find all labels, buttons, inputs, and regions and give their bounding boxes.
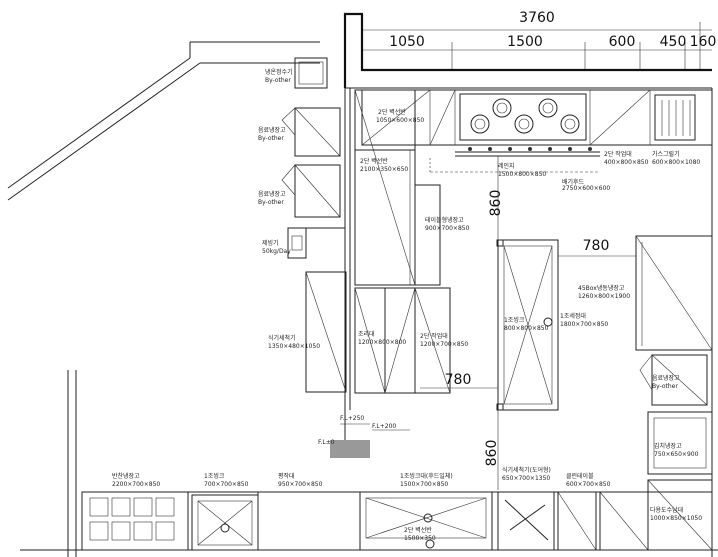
- label-shelf-cabinet: 2단 벽선반: [378, 108, 406, 116]
- label-drink-fridge-right: 음료냉장고: [652, 374, 680, 382]
- label-ice-maker-top: 냉온정수기: [265, 68, 293, 76]
- label-island-sink: 1조씽크: [504, 316, 525, 324]
- label-bottom-shelf-spec: 950×700×850: [278, 481, 323, 488]
- floor-level-markers: F.L+250 F.L+200 F.L±0: [318, 410, 410, 458]
- fl-zero-label: F.L±0: [318, 439, 335, 446]
- fl-right-label: F.L+200: [372, 423, 396, 430]
- upper-counter-row: [361, 89, 713, 173]
- gas-grill: [654, 94, 696, 141]
- left-equipment-column: [281, 57, 347, 393]
- label-reach-in-spec: 1260×800×1900: [578, 293, 630, 300]
- label-bottom-sink2: 1조씽크대(후드일체): [400, 472, 453, 480]
- label-island-table: 1조세정대: [560, 312, 586, 320]
- fl-upper-label: F.L+250: [340, 415, 364, 422]
- gas-range: [459, 93, 587, 141]
- label-island-sink-spec: 800×800×850: [504, 325, 549, 332]
- label-bottom-wall-shelf-spec: 1500×350: [404, 535, 436, 542]
- label-work-table-right: 2단 작업대: [604, 150, 632, 158]
- top-dimension-chain: 3760 1050 1500 600 450 160: [361, 10, 717, 70]
- label-range: 레인지: [498, 162, 515, 170]
- label-fridge-table: 테이블형냉장고: [425, 216, 464, 224]
- label-by-other-3: By-other: [258, 199, 284, 206]
- total-width-dim: 3760: [519, 10, 555, 26]
- label-hood: 배기후드: [562, 178, 585, 186]
- equipment-labels: 냉온정수기 By-other 음료냉장고 By-other 음료냉장고 By-o…: [112, 68, 702, 542]
- label-reach-in: 45Box냉동냉장고: [578, 284, 625, 292]
- right-horizontal-clearance-dim: 780: [583, 238, 610, 254]
- label-bottom-dishwasher: 식기세척기(도어형): [502, 466, 551, 474]
- label-two-tier-table: 2단 작업대: [420, 332, 448, 340]
- upper-vertical-clearance-dim: 860: [488, 190, 504, 217]
- label-tray-rack: 조리대: [358, 330, 375, 338]
- clearance-dims: 860 780 780 860: [420, 156, 636, 490]
- label-bottom-sink: 1조씽크: [204, 472, 225, 480]
- label-bottom-sink-spec: 700×700×850: [204, 481, 249, 488]
- segment-dim-4: 450: [660, 34, 687, 50]
- label-fridge-table-spec: 900×700×850: [425, 225, 470, 232]
- label-dish-rack-right: 다용도수납대: [650, 506, 683, 514]
- label-cold-table-right-spec: 750×650×900: [654, 451, 699, 458]
- label-by-other-1: By-other: [265, 77, 291, 84]
- label-wall-shelf-spec: 2100×350×650: [360, 166, 408, 173]
- label-fridge-1: 음료냉장고: [258, 126, 286, 134]
- burners: [470, 98, 580, 134]
- label-ice-machine: 제빙기: [262, 239, 279, 247]
- label-fridge-2: 음료냉장고: [258, 190, 286, 198]
- label-two-tier-table-spec: 1200×700×850: [420, 341, 468, 348]
- label-bottom-clean-table-spec: 600×700×850: [566, 481, 611, 488]
- label-cold-table-right: 김치냉장고: [654, 442, 682, 450]
- label-dish-shelf-spec: 1350×480×1050: [268, 343, 320, 350]
- label-bottom-dishwasher-spec: 650×700×1350: [502, 475, 550, 482]
- label-ice-machine-spec: 50kg/Day: [262, 248, 291, 255]
- left-horizontal-clearance-dim: 780: [445, 372, 472, 388]
- label-island-table-spec: 1800×700×850: [560, 321, 608, 328]
- bottom-row-equipment: [81, 491, 712, 551]
- label-dish-rack-right-spec: 1000×850×1050: [650, 515, 702, 522]
- label-gas-grill: 가스그릴기: [652, 150, 680, 158]
- label-by-other-2: By-other: [258, 135, 284, 142]
- label-bottom-cabinet: 반찬냉장고: [112, 472, 140, 480]
- lower-vertical-clearance-dim: 860: [484, 440, 500, 467]
- label-work-table-right-spec: 400×800×850: [604, 159, 649, 166]
- label-bottom-shelf: 평작대: [278, 472, 295, 480]
- segment-dim-5: 160: [690, 34, 717, 50]
- right-equipment: [635, 235, 713, 551]
- label-dish-shelf: 식기세척기: [268, 334, 296, 342]
- label-wall-shelf: 2단 벽선반: [360, 157, 388, 165]
- segment-dim-1: 1050: [389, 34, 425, 50]
- knobs: [468, 147, 592, 151]
- label-bottom-cabinet-spec: 2200×700×850: [112, 481, 160, 488]
- label-bottom-sink2-spec: 1500×700×850: [400, 481, 448, 488]
- island-table: [496, 239, 559, 411]
- label-gas-grill-spec: 600×800×1080: [652, 159, 700, 166]
- label-range-spec: 1500×800×850: [498, 171, 546, 178]
- inner-left-prep: [354, 89, 451, 394]
- segment-dim-3: 600: [609, 34, 636, 50]
- label-drink-fridge-right-by: By-other: [652, 383, 678, 390]
- label-bottom-wall-shelf: 2단 벽선반: [404, 526, 432, 534]
- label-shelf-cabinet-spec: 1050×600×850: [376, 117, 424, 124]
- label-tray-rack-spec: 1200×800×800: [358, 339, 406, 346]
- segment-dim-2: 1500: [507, 34, 543, 50]
- label-bottom-clean-table: 클린테이블: [566, 472, 594, 480]
- label-hood-spec: 2750×600×600: [562, 185, 610, 192]
